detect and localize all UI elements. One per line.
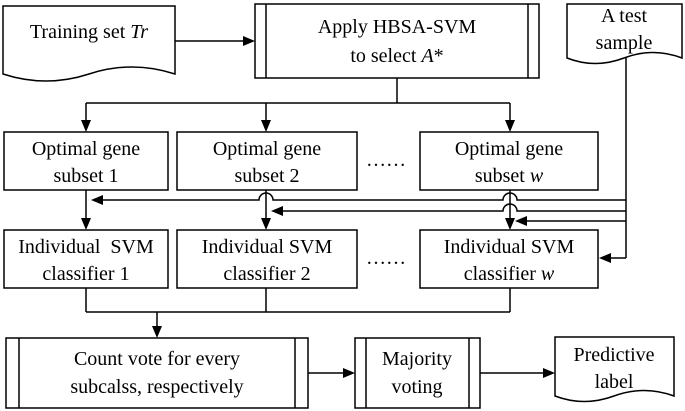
- subset-1-line2: subset 1: [54, 165, 119, 187]
- classifier-1-line2: classifier 1: [42, 263, 129, 285]
- classifier-1-node: Individual SVM classifier 1: [3, 229, 169, 289]
- apply-hbsa-svm-symbol: A: [419, 45, 434, 67]
- arrow-count-to-majority: [308, 368, 355, 378]
- test-sample-node: A test sample: [566, 3, 683, 65]
- arrows-classifiers-to-count-vote: [85, 288, 511, 338]
- arrow-training-to-apply: [175, 36, 255, 46]
- test-sample-line2: sample: [596, 32, 653, 54]
- training-set-node: Training set Tr: [2, 5, 176, 82]
- apply-hbsa-svm-line2: to select: [350, 45, 421, 67]
- apply-hbsa-svm-suffix: *: [434, 45, 444, 67]
- subset-2-line2: subset 2: [235, 165, 300, 187]
- svg-text:classifier w: classifier w: [464, 263, 555, 285]
- arrows-apply-to-subsets: [81, 78, 515, 132]
- classifier-2-node: Individual SVM classifier 2: [176, 229, 358, 289]
- classifier-w-node: Individual SVM classifier w: [419, 229, 599, 289]
- arrows-subsets-to-classifiers: [81, 190, 515, 230]
- majority-voting-line1: Majority: [382, 348, 452, 370]
- subset-ellipsis: ……: [366, 149, 406, 171]
- subset-1-line1: Optimal gene: [32, 138, 140, 160]
- test-sample-line1: A test: [601, 5, 648, 27]
- count-vote-node: Count vote for every subcalss, respectiv…: [5, 337, 309, 409]
- subset-w-line2: subset: [475, 165, 530, 187]
- classifier-2-line1: Individual SVM: [202, 236, 333, 258]
- classifier-w-line2: classifier: [464, 263, 541, 285]
- predictive-label-line2: label: [595, 371, 634, 393]
- svg-text:to select A*: to select A*: [350, 45, 443, 67]
- apply-hbsa-svm-line1: Apply HBSA-SVM: [318, 16, 477, 38]
- classifier-w-line1: Individual SVM: [444, 236, 575, 258]
- subset-2-node: Optimal gene subset 2: [176, 131, 358, 191]
- subset-1-node: Optimal gene subset 1: [3, 131, 169, 191]
- classifier-ellipsis: ……: [366, 247, 406, 269]
- predictive-label-node: Predictive label: [554, 336, 675, 403]
- count-vote-line2: subcalss, respectively: [70, 376, 243, 398]
- classifier-2-line2: classifier 2: [223, 263, 310, 285]
- classifier-w-symbol: w: [541, 263, 555, 285]
- subset-w-line1: Optimal gene: [455, 138, 563, 160]
- count-vote-line1: Count vote for every: [74, 348, 240, 370]
- svg-text:Training set Tr: Training set Tr: [30, 21, 148, 43]
- arrow-majority-to-predictive: [480, 368, 555, 378]
- apply-hbsa-svm-node: Apply HBSA-SVM to select A*: [254, 3, 540, 79]
- classifier-1-line1: Individual SVM: [18, 236, 154, 258]
- training-set-symbol: Tr: [130, 21, 148, 43]
- subset-w-symbol: w: [530, 165, 544, 187]
- subset-w-node: Optimal gene subset w: [419, 131, 599, 191]
- predictive-label-line1: Predictive: [573, 344, 654, 366]
- svg-text:subset w: subset w: [475, 165, 544, 187]
- majority-voting-line2: voting: [391, 376, 442, 398]
- majority-voting-node: Majority voting: [354, 337, 481, 409]
- training-set-label: Training set: [30, 21, 130, 43]
- subset-2-line1: Optimal gene: [213, 138, 321, 160]
